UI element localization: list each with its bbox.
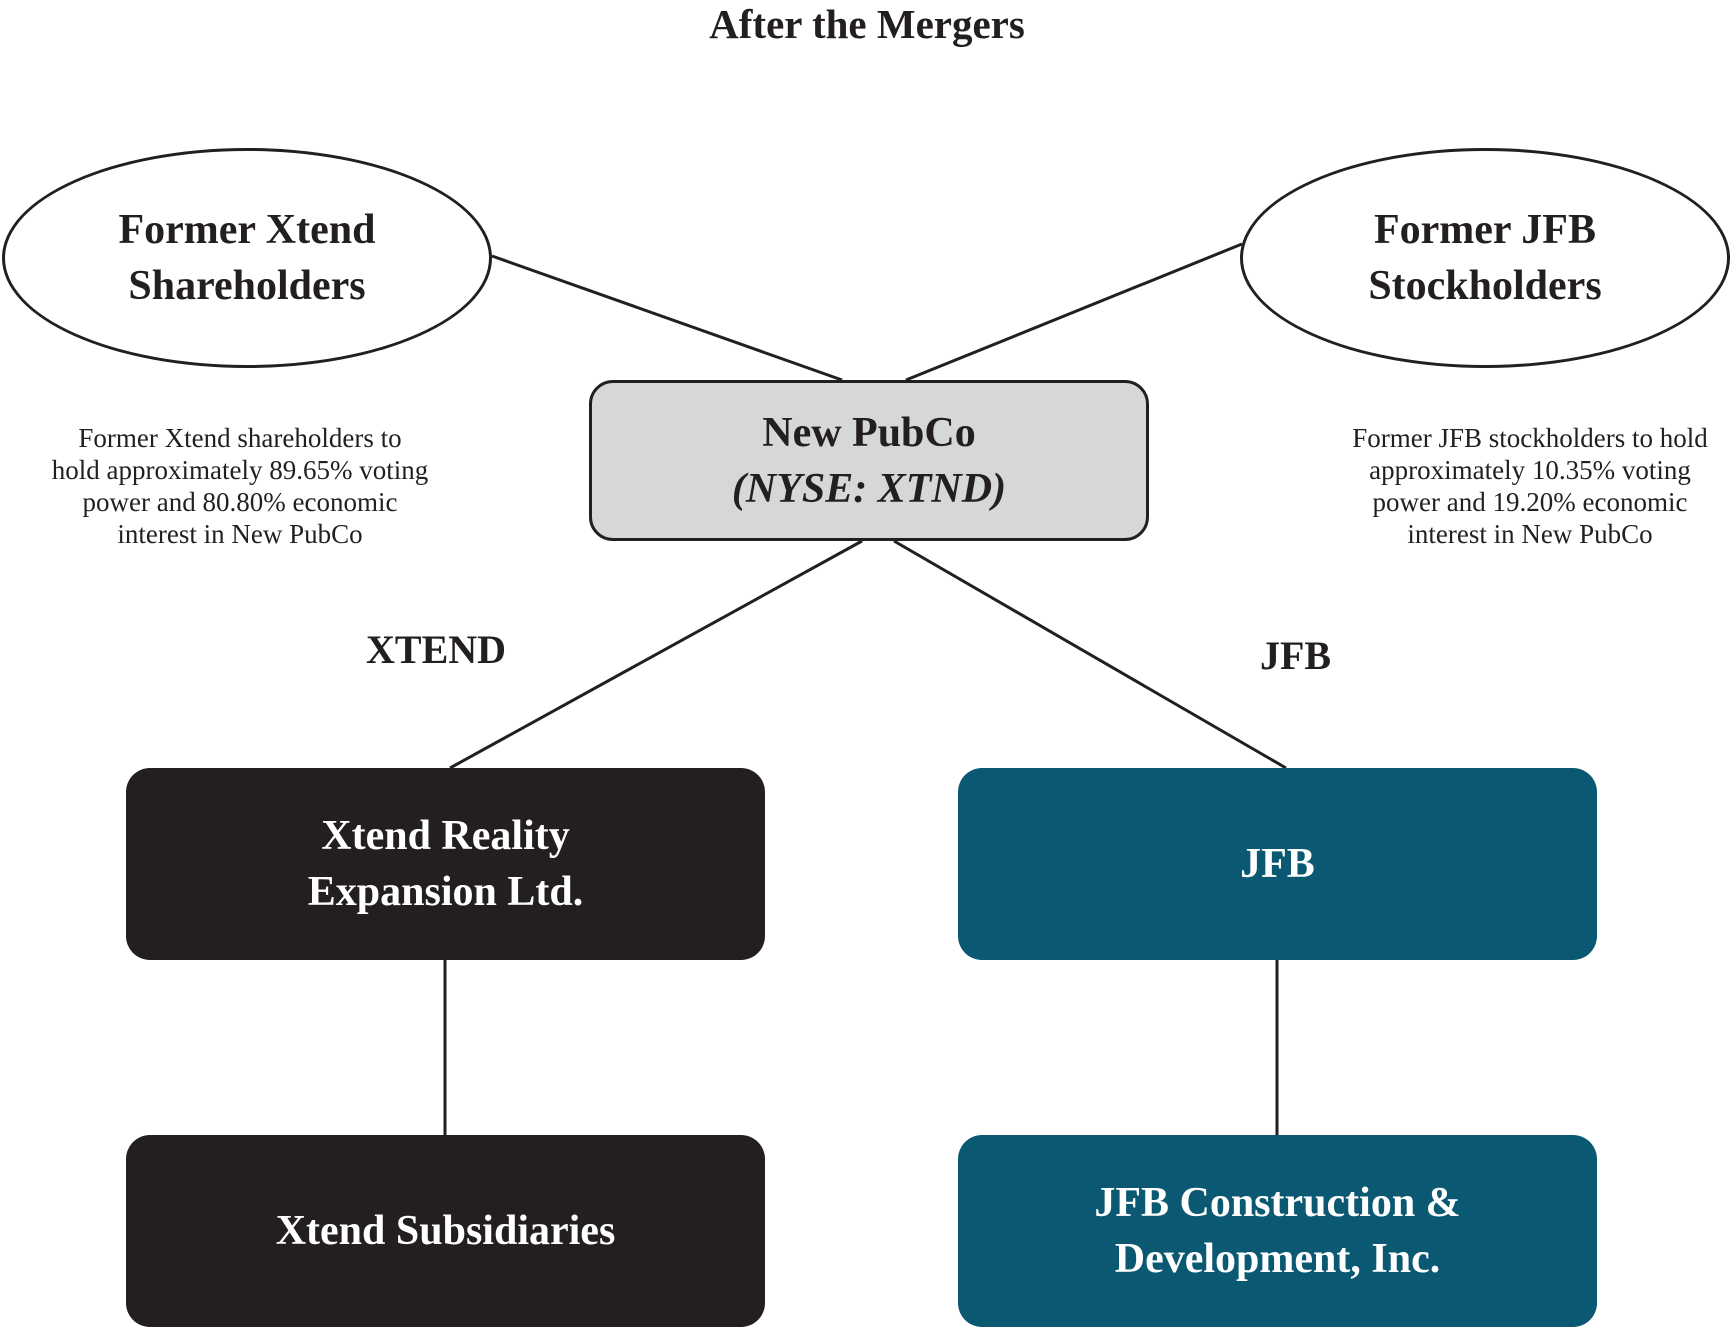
- jfb-label: JFB: [1240, 841, 1315, 887]
- xtend-subsidiaries-label: Xtend Subsidiaries: [275, 1208, 616, 1254]
- jfb-stockholders-label: Former JFB Stockholders: [1368, 207, 1602, 309]
- xtend-branch-label: XTEND: [366, 627, 507, 672]
- xtend-reality-label: Xtend Reality Expansion Ltd.: [307, 813, 584, 915]
- xtend-shareholders-node: Former Xtend Shareholders: [2, 148, 492, 368]
- connector-pubco-to-jfb: [893, 539, 1287, 770]
- jfb-construction-label: JFB Construction & Development, Inc.: [1094, 1180, 1461, 1282]
- new-pubco-node: New PubCo (NYSE: XTND): [589, 380, 1149, 541]
- jfb-ownership-note: Former JFB stockholders to hold approxim…: [1352, 423, 1708, 549]
- connector-xtend-shareholders-to-pubco: [491, 254, 843, 382]
- new-pubco-listing: (NYSE: XTND): [731, 465, 1007, 512]
- xtend-ownership-note: Former Xtend shareholders to hold approx…: [51, 423, 429, 549]
- xtend-subsidiaries-node: Xtend Subsidiaries: [126, 1135, 765, 1327]
- new-pubco-name: New PubCo: [762, 409, 976, 456]
- jfb-branch-label: JFB: [1260, 633, 1332, 678]
- jfb-node: JFB: [958, 768, 1597, 960]
- jfb-stockholders-node: Former JFB Stockholders: [1240, 148, 1730, 368]
- xtend-shareholders-label: Former Xtend Shareholders: [118, 207, 376, 309]
- connector-pubco-to-xtend: [449, 539, 863, 770]
- xtend-reality-node: Xtend Reality Expansion Ltd.: [126, 768, 765, 960]
- jfb-construction-node: JFB Construction & Development, Inc.: [958, 1135, 1597, 1327]
- diagram-title: After the Mergers: [709, 1, 1025, 47]
- connector-jfb-stockholders-to-pubco: [905, 242, 1243, 382]
